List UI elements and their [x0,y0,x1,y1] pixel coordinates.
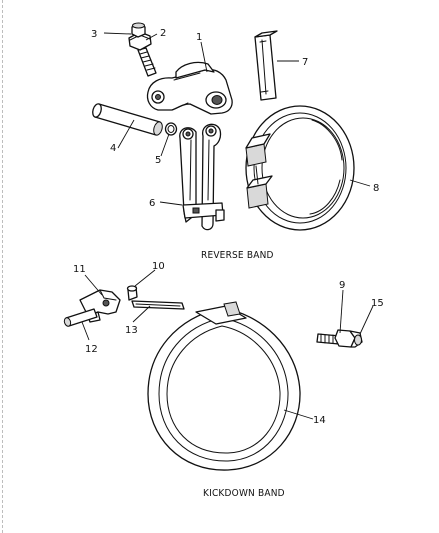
callout-4: 4 [110,143,116,154]
kickdown-strut-part [131,300,185,310]
callout-2: 2 [160,28,166,39]
kickdown-screw-part [316,329,363,348]
scan-edge [2,0,3,533]
callout-5: 5 [155,155,161,166]
caption-kickdown-band: KICKDOWN BAND [203,488,285,499]
callout-8: 8 [373,183,379,194]
caption-reverse-band: REVERSE BAND [201,250,274,261]
callout-3: 3 [91,29,97,40]
callout-15: 15 [371,298,384,309]
kickdown-band-part [147,301,301,471]
callout-labels: 1 2 3 4 5 6 7 8 9 10 11 12 13 14 15 [73,28,384,426]
reverse-link-part [179,123,225,231]
callout-6: 6 [149,198,155,209]
band-strut-part [254,30,278,101]
adjusting-screw-part [128,22,157,77]
callout-9: 9 [339,280,345,291]
leader-lines [81,32,374,420]
callout-14: 14 [313,415,326,426]
o-ring-part [164,122,178,136]
callout-7: 7 [302,57,308,68]
band-lever-part [146,61,233,115]
reverse-band-part [245,105,355,231]
callout-11: 11 [73,264,86,275]
callout-13: 13 [125,325,138,336]
callout-10: 10 [152,261,165,272]
lever-pin-part [92,103,163,136]
kickdown-pin-part [63,308,98,327]
callout-12: 12 [85,344,98,355]
callout-1: 1 [196,32,202,43]
anchor-cap-part [126,285,138,301]
